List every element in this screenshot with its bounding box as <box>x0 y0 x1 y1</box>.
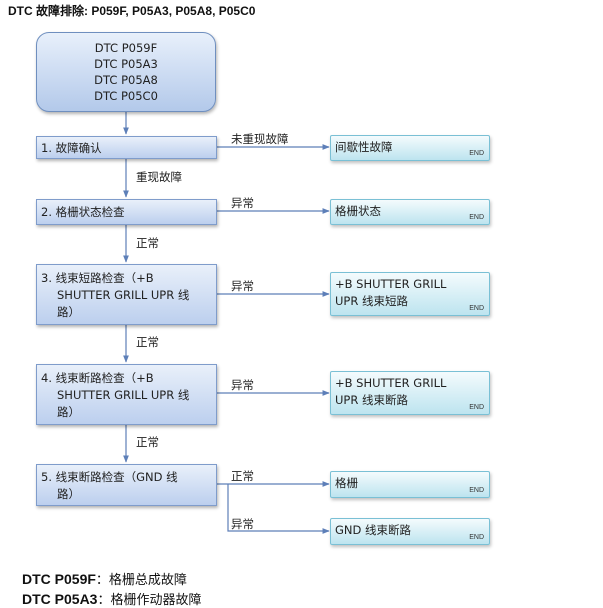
start-line: DTC P05A3 <box>94 57 158 71</box>
result-label: +B SHUTTER GRILL <box>335 277 447 291</box>
result-label: +B SHUTTER GRILL <box>335 376 447 390</box>
step-label: 4. 线束断路检查（+B <box>41 370 154 385</box>
edge-label-step5-abnormal: 异常 <box>231 517 254 531</box>
edge-label-step3-down: 正常 <box>136 335 159 349</box>
edge-label-step1-down: 重现故障 <box>136 170 182 184</box>
step-label: 路） <box>57 304 80 319</box>
result-grill-status[interactable]: 格栅状态 END <box>330 199 490 225</box>
start-box-dtc-list: DTC P059F DTC P05A3 DTC P05A8 DTC P05C0 <box>36 32 216 112</box>
end-marker: END <box>469 404 484 411</box>
step-2-grill-status-check[interactable]: 2. 格栅状态检查 <box>36 199 217 225</box>
connector-step5-result6 <box>227 484 330 534</box>
end-marker: END <box>469 534 484 541</box>
end-marker: END <box>469 305 484 312</box>
end-marker: END <box>469 214 484 221</box>
step-1-fault-confirm[interactable]: 1. 故障确认 <box>36 136 217 159</box>
edge-label-step4-down: 正常 <box>136 435 159 449</box>
start-line: DTC P05A8 <box>94 73 158 87</box>
step-label: 1. 故障确认 <box>41 140 102 155</box>
legend-code: DTC P05A3 <box>22 591 98 607</box>
legend-desc: ：格栅总成故障 <box>95 573 187 588</box>
edge-label-step4-branch: 异常 <box>231 378 254 392</box>
start-line: DTC P05C0 <box>94 89 158 103</box>
result-label: 格栅 <box>335 476 358 490</box>
step-label: SHUTTER GRILL UPR 线 <box>57 387 190 402</box>
result-label: UPR 线束断路 <box>335 393 408 407</box>
result-open-circuit[interactable]: +B SHUTTER GRILL UPR 线束断路 END <box>330 371 490 415</box>
legend-code: DTC P059F <box>22 571 96 587</box>
result-label: 间歇性故障 <box>335 140 393 154</box>
step-label: 2. 格栅状态检查 <box>41 205 125 219</box>
result-label: UPR 线束短路 <box>335 294 408 308</box>
end-marker: END <box>469 150 484 157</box>
step-label: 路） <box>57 486 80 501</box>
result-short-circuit[interactable]: +B SHUTTER GRILL UPR 线束短路 END <box>330 272 490 316</box>
end-marker: END <box>469 487 484 494</box>
step-label: 5. 线束断路检查（GND 线 <box>41 469 178 484</box>
result-intermittent-fault[interactable]: 间歇性故障 END <box>330 135 490 161</box>
start-line: DTC P059F <box>94 41 158 55</box>
edge-label-step2-branch: 异常 <box>231 196 254 210</box>
legend-item-p059f: DTC P059F：格栅总成故障 <box>22 569 187 588</box>
result-label: 格栅状态 <box>335 204 381 218</box>
step-3-short-circuit-check[interactable]: 3. 线束短路检查（+B SHUTTER GRILL UPR 线 路） <box>36 264 217 325</box>
edge-label-step5-normal: 正常 <box>231 469 254 483</box>
step-label: SHUTTER GRILL UPR 线 <box>57 287 190 302</box>
page-title: DTC 故障排除: P059F, P05A3, P05A8, P05C0 <box>8 4 256 18</box>
legend-item-p05a3: DTC P05A3：格栅作动器故障 <box>22 589 201 608</box>
step-5-gnd-open-circuit-check[interactable]: 5. 线束断路检查（GND 线 路） <box>36 464 217 506</box>
legend-desc: ：格栅作动器故障 <box>97 593 202 608</box>
result-label: GND 线束断路 <box>335 523 412 537</box>
result-grill[interactable]: 格栅 END <box>330 471 490 498</box>
step-label: 路） <box>57 404 80 419</box>
step-label: 3. 线束短路检查（+B <box>41 270 154 285</box>
edge-label-step3-branch: 异常 <box>231 279 254 293</box>
edge-label-step1-branch: 未重现故障 <box>231 132 289 146</box>
edge-label-step2-down: 正常 <box>136 236 159 250</box>
step-4-open-circuit-check[interactable]: 4. 线束断路检查（+B SHUTTER GRILL UPR 线 路） <box>36 364 217 425</box>
result-gnd-open-circuit[interactable]: GND 线束断路 END <box>330 518 490 545</box>
